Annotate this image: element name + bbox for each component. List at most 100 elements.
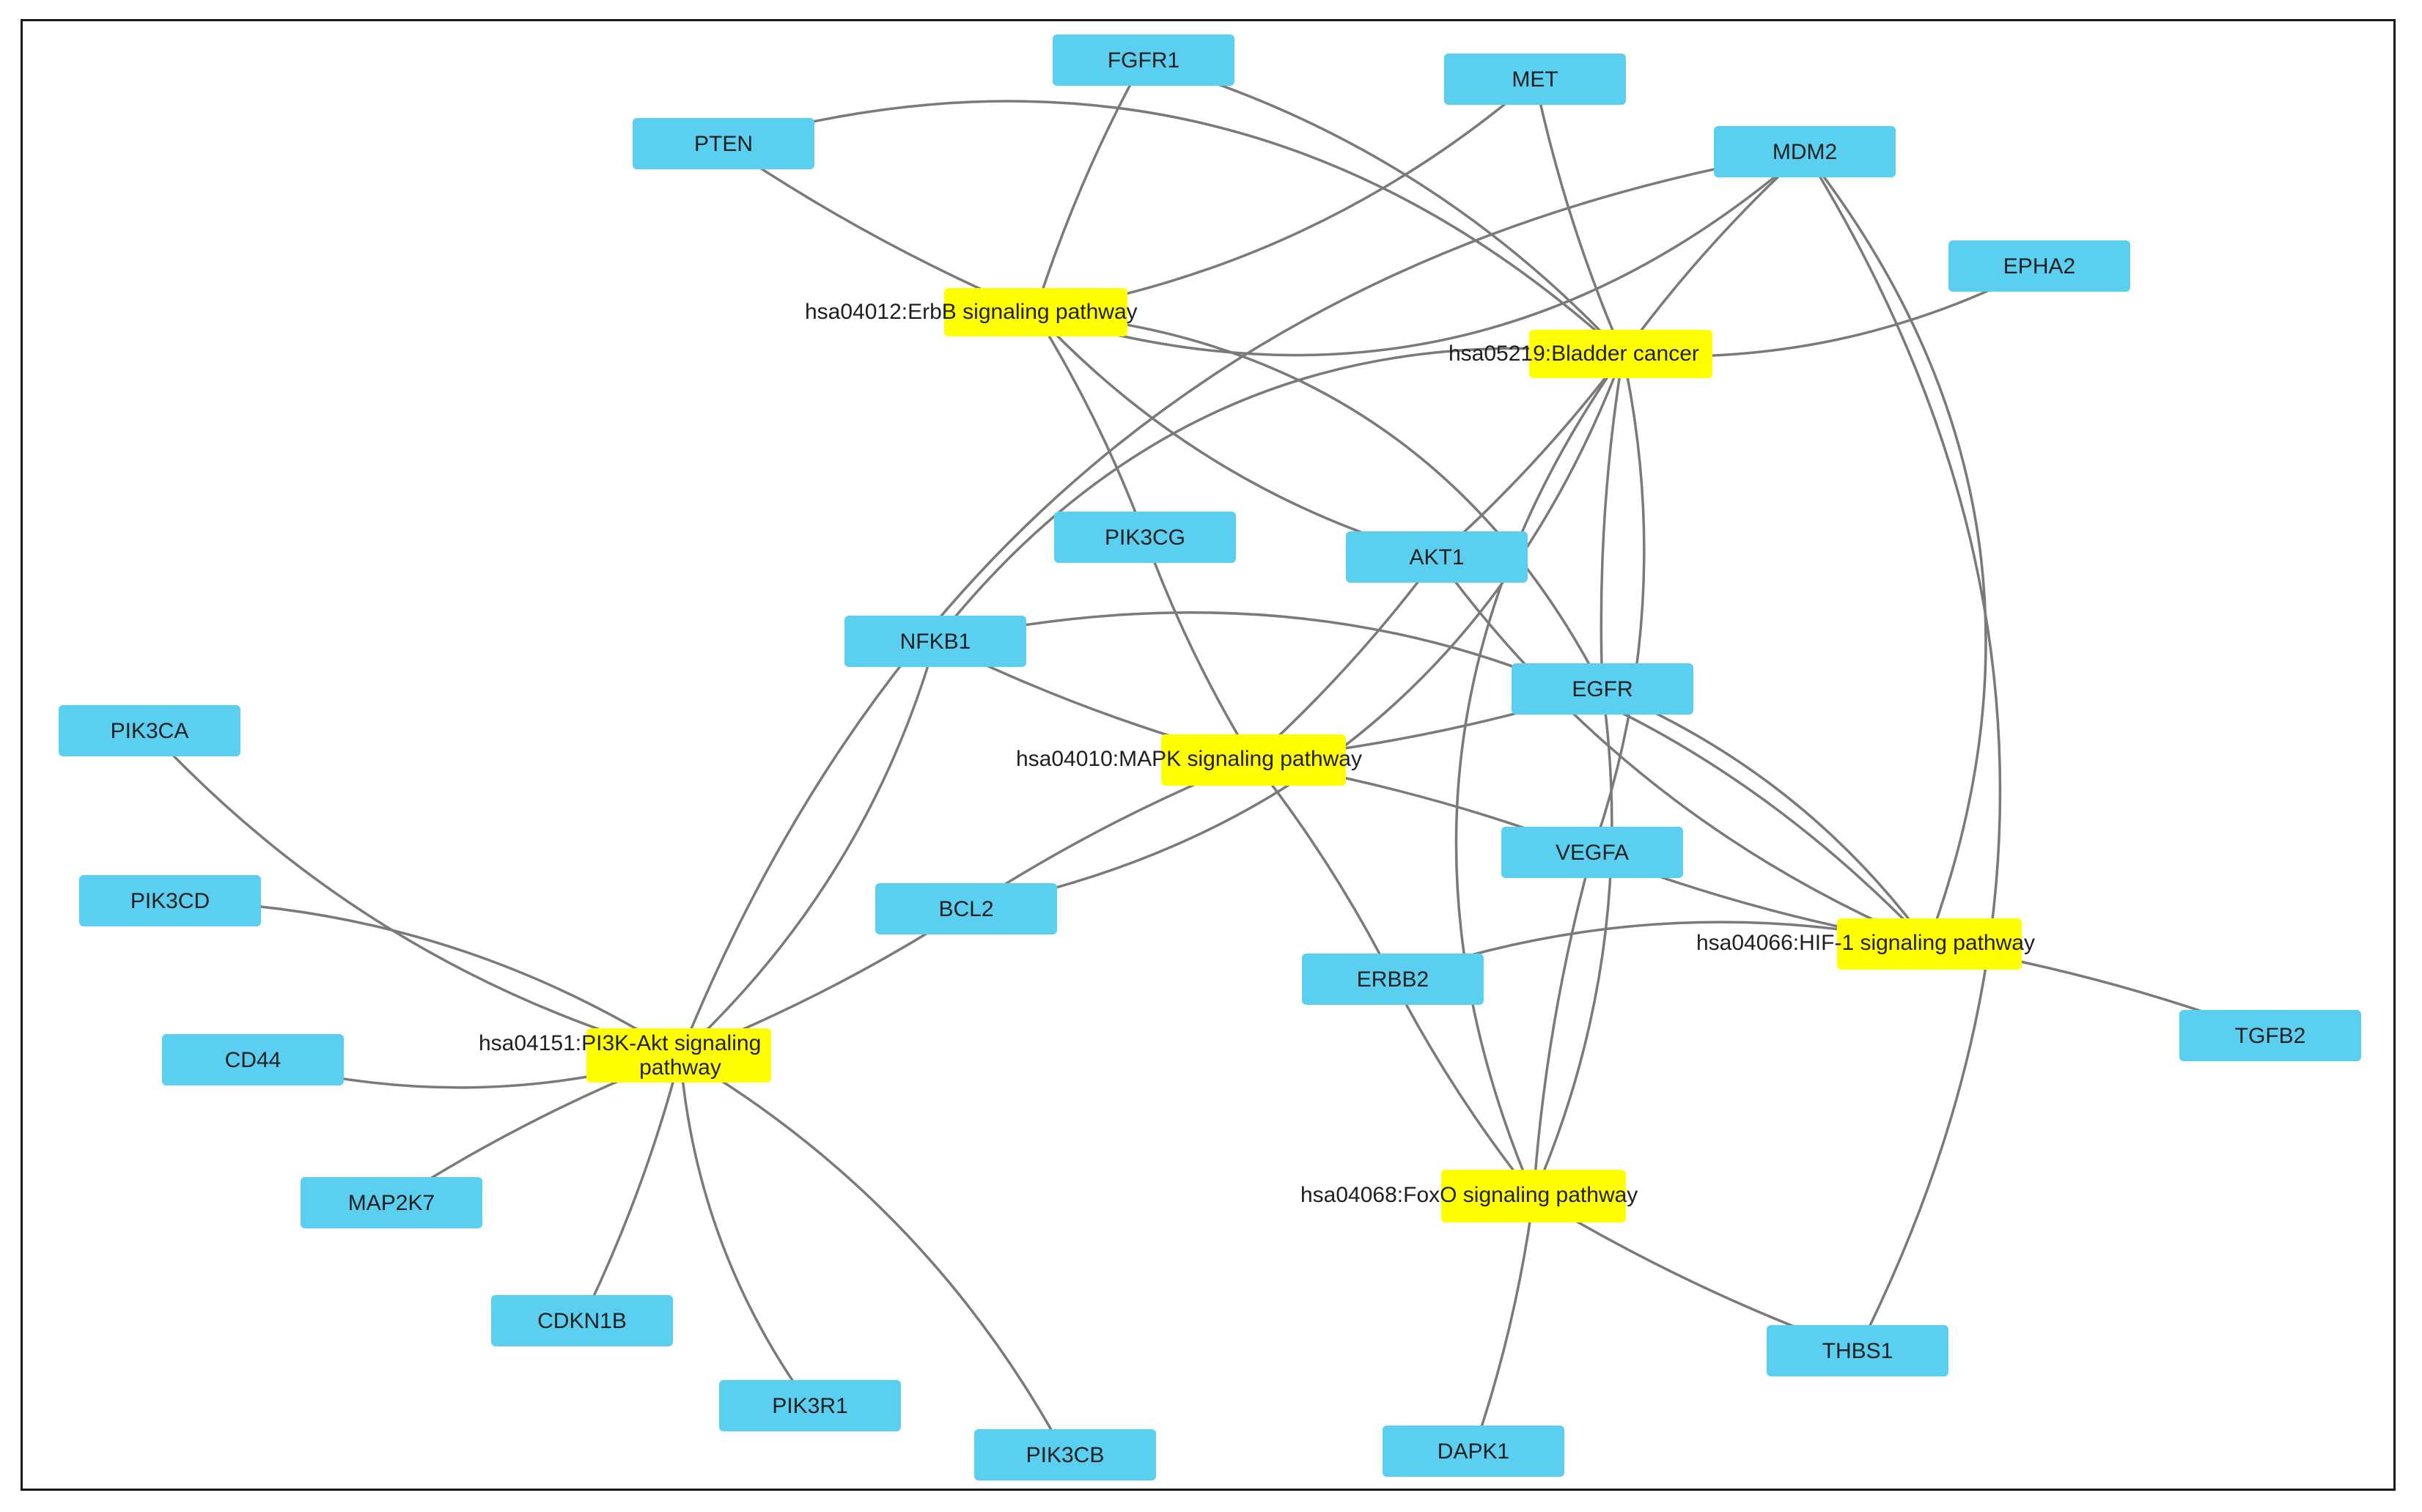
- gene-node-tgfb2[interactable]: TGFB2: [2179, 1010, 2361, 1061]
- gene-node-pten[interactable]: PTEN: [633, 118, 814, 169]
- gene-node-nfkb1[interactable]: NFKB1: [844, 616, 1026, 667]
- gene-node-label: PIK3R1: [772, 1394, 847, 1418]
- gene-node-label: DAPK1: [1438, 1439, 1509, 1464]
- edge-mapk-erbb2: [1251, 759, 1394, 980]
- gene-node-pik3cd[interactable]: PIK3CD: [79, 875, 261, 926]
- gene-node-pik3cb[interactable]: PIK3CB: [974, 1429, 1156, 1480]
- gene-node-label: PIK3CD: [130, 889, 210, 913]
- gene-node-akt1[interactable]: AKT1: [1346, 531, 1528, 583]
- gene-node-label: THBS1: [1822, 1339, 1893, 1363]
- gene-node-box: [79, 875, 261, 926]
- gene-node-box: [59, 705, 240, 756]
- pathway-node-box: [586, 1028, 771, 1083]
- gene-node-map2k7[interactable]: MAP2K7: [301, 1177, 482, 1228]
- edge-bladder-nfkb1: [934, 347, 1624, 643]
- gene-node-label: MET: [1512, 67, 1558, 92]
- pathway-node-label: hsa04012:ErbB signaling pathway: [805, 300, 1138, 324]
- pathway-node-box: [1529, 330, 1712, 378]
- gene-node-pik3r1[interactable]: PIK3R1: [719, 1380, 901, 1431]
- pathway-node-bladder[interactable]: hsa05219:Bladder cancer: [1449, 330, 1712, 378]
- gene-node-egfr[interactable]: EGFR: [1512, 663, 1693, 715]
- edge-pi3k-pik3r1: [679, 1055, 811, 1407]
- edge-erbb-fgfr1: [1034, 59, 1145, 314]
- gene-node-box: [1054, 512, 1236, 563]
- edge-bladder-met: [1534, 78, 1624, 355]
- edge-foxo-egfr: [1532, 688, 1613, 1197]
- gene-node-erbb2[interactable]: ERBB2: [1302, 954, 1484, 1005]
- gene-node-box: [1501, 827, 1683, 878]
- pathway-node-label: hsa04066:HIF-1 signaling pathway: [1696, 931, 2035, 955]
- gene-node-box: [1383, 1426, 1564, 1477]
- gene-node-label: EPHA2: [2003, 254, 2075, 279]
- edge-foxo-erbb2: [1391, 978, 1535, 1198]
- pathway-node-label: hsa05219:Bladder cancer: [1449, 342, 1699, 366]
- gene-node-box: [875, 883, 1057, 934]
- pathway-node-box: [1837, 918, 2022, 970]
- gene-node-bcl2[interactable]: BCL2: [875, 883, 1057, 934]
- gene-node-pik3ca[interactable]: PIK3CA: [59, 705, 240, 756]
- edge-bladder-foxo: [1454, 353, 1624, 1197]
- edge-erbb-met: [1034, 78, 1536, 314]
- gene-node-label: MDM2: [1773, 140, 1837, 164]
- gene-node-label: PIK3CG: [1105, 525, 1185, 550]
- pathway-node-foxo[interactable]: hsa04068:FoxO signaling pathway: [1300, 1170, 1638, 1222]
- gene-node-box: [1767, 1325, 1948, 1376]
- edge-bladder-egfr: [1600, 354, 1624, 690]
- edge-hif1-mdm2: [1803, 150, 1987, 945]
- gene-node-label: PTEN: [694, 132, 753, 156]
- gene-node-thbs1[interactable]: THBS1: [1767, 1325, 1948, 1376]
- gene-node-box: [2179, 1010, 2361, 1061]
- gene-node-label: BCL2: [938, 897, 993, 921]
- gene-node-box: [1302, 954, 1484, 1005]
- gene-node-label: PIK3CA: [111, 719, 189, 743]
- gene-node-label: ERBB2: [1357, 967, 1429, 992]
- edge-mapk-pik3cg: [1144, 536, 1254, 761]
- gene-node-dapk1[interactable]: DAPK1: [1383, 1426, 1564, 1477]
- pathway-node-label: hsa04151:PI3K-Akt signaling: [479, 1031, 761, 1055]
- pathway-node-hif1[interactable]: hsa04066:HIF-1 signaling pathway: [1696, 918, 2035, 970]
- gene-node-label: CD44: [225, 1048, 281, 1072]
- gene-node-box: [162, 1034, 344, 1085]
- gene-node-cdkn1b[interactable]: CDKN1B: [491, 1295, 673, 1346]
- pathway-node-mapk[interactable]: hsa04010:MAPK signaling pathway: [1016, 734, 1362, 786]
- edge-pi3k-mdm2: [679, 150, 1806, 1056]
- edge-bladder-vegfa: [1591, 354, 1646, 853]
- edge-erbb-pik3cg: [1034, 312, 1146, 538]
- gene-node-vegfa[interactable]: VEGFA: [1501, 827, 1683, 878]
- pathway-node-box: [1441, 1170, 1626, 1222]
- gene-node-box: [719, 1380, 901, 1431]
- pathway-node-label: hsa04010:MAPK signaling pathway: [1016, 747, 1362, 771]
- gene-node-fgfr1[interactable]: FGFR1: [1053, 34, 1234, 86]
- pathway-node-erbb[interactable]: hsa04012:ErbB signaling pathway: [805, 288, 1138, 336]
- gene-node-box: [974, 1429, 1156, 1480]
- gene-node-cd44[interactable]: CD44: [162, 1034, 344, 1085]
- gene-node-label: CDKN1B: [537, 1309, 627, 1333]
- pathway-node-box: [944, 288, 1127, 336]
- gene-node-mdm2[interactable]: MDM2: [1714, 126, 1896, 177]
- gene-node-box: [844, 616, 1026, 667]
- gene-node-label: AKT1: [1409, 545, 1464, 569]
- gene-node-label: FGFR1: [1108, 48, 1179, 73]
- gene-node-pik3cg[interactable]: PIK3CG: [1054, 512, 1236, 563]
- pathway-node-label: pathway: [639, 1055, 721, 1080]
- edge-hif1-akt1: [1435, 556, 1929, 945]
- gene-node-epha2[interactable]: EPHA2: [1948, 240, 2130, 292]
- edge-foxo-dapk1: [1472, 1195, 1535, 1452]
- gene-node-box: [301, 1177, 482, 1228]
- edge-bladder-pten: [723, 100, 1624, 356]
- gene-node-box: [1512, 663, 1693, 715]
- gene-node-label: TGFB2: [2235, 1024, 2306, 1048]
- gene-node-box: [1346, 531, 1528, 583]
- edge-erbb-mdm2: [1034, 150, 1806, 357]
- gene-node-met[interactable]: MET: [1444, 54, 1626, 105]
- edge-bladder-bcl2: [965, 354, 1624, 910]
- gene-node-box: [491, 1295, 673, 1346]
- gene-node-box: [1948, 240, 2130, 292]
- edge-erbb-egfr: [1034, 311, 1604, 690]
- edge-foxo-vegfa: [1532, 852, 1594, 1197]
- diagram-frame: [21, 19, 2396, 1491]
- gene-node-label: MAP2K7: [348, 1191, 435, 1215]
- edge-pi3k-pik3cb: [680, 1054, 1067, 1456]
